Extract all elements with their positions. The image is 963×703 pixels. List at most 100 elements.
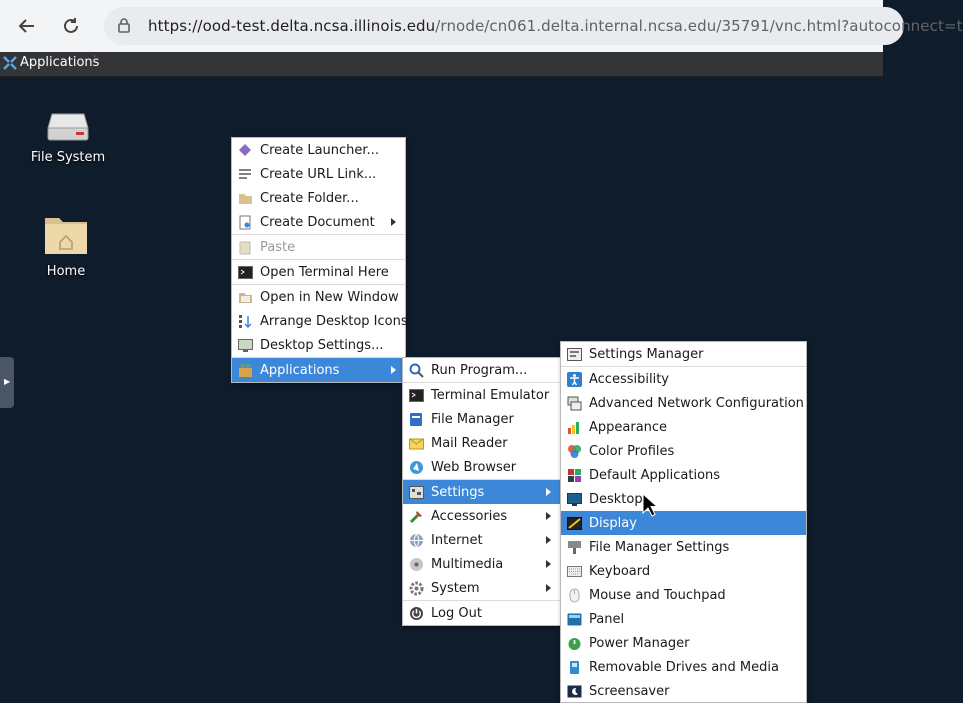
menu-item-label: Open in New Window: [260, 289, 399, 305]
menu-item-label: Create Document: [260, 214, 375, 230]
applications-menu-button[interactable]: Applications: [3, 55, 99, 70]
file-manager-settings-icon: [566, 539, 582, 555]
menu-item-default-applications[interactable]: Default Applications: [561, 463, 806, 487]
menu-separator: [232, 284, 405, 285]
menu-item-create-document[interactable]: Create Document: [232, 210, 405, 234]
menu-item-keyboard[interactable]: Keyboard: [561, 559, 806, 583]
url-text: https://ood-test.delta.ncsa.illinois.edu…: [148, 17, 963, 35]
menu-item-label: Power Manager: [589, 635, 690, 651]
menu-item-label: Run Program...: [431, 362, 528, 378]
screensaver-icon: [566, 683, 582, 699]
menu-item-create-url-link[interactable]: Create URL Link...: [232, 162, 405, 186]
menu-item-settings[interactable]: Settings: [403, 480, 560, 504]
menu-item-system[interactable]: System: [403, 576, 560, 600]
desktop-settings-icon: [237, 337, 253, 353]
menu-item-log-out[interactable]: Log Out: [403, 601, 560, 625]
menu-item-file-manager-settings[interactable]: File Manager Settings: [561, 535, 806, 559]
terminal-icon: [408, 387, 424, 403]
back-arrow-icon[interactable]: [12, 11, 42, 41]
settings-manager-icon: [566, 346, 582, 362]
menu-item-screensaver[interactable]: Screensaver: [561, 679, 806, 703]
menu-item-label: Desktop: [589, 491, 643, 507]
submenu-arrow-icon: [546, 584, 551, 592]
panel-handle-icon[interactable]: ⋮: [90, 55, 99, 65]
menu-item-label: Web Browser: [431, 459, 517, 475]
menu-item-accessibility[interactable]: Accessibility: [561, 367, 806, 391]
menu-item-internet[interactable]: Internet: [403, 528, 560, 552]
mouse-icon: [566, 587, 582, 603]
menu-item-label: File Manager: [431, 411, 514, 427]
menu-item-multimedia[interactable]: Multimedia: [403, 552, 560, 576]
logout-icon: [408, 605, 424, 621]
keyboard-icon: [566, 563, 582, 579]
menu-item-label: File Manager Settings: [589, 539, 730, 555]
menu-item-panel[interactable]: Panel: [561, 607, 806, 631]
submenu-arrow-icon: [546, 512, 551, 520]
menu-item-label: Open Terminal Here: [260, 264, 389, 280]
menu-item-label: Log Out: [431, 605, 482, 621]
menu-item-appearance[interactable]: Appearance: [561, 415, 806, 439]
menu-item-label: Accessibility: [589, 371, 669, 387]
menu-item-settings-manager[interactable]: Settings Manager: [561, 342, 806, 366]
menu-separator: [403, 600, 560, 601]
system-icon: [408, 580, 424, 596]
side-panel-handle[interactable]: ▶: [0, 357, 14, 408]
menu-separator: [232, 357, 405, 358]
run-icon: [408, 362, 424, 378]
address-bar[interactable]: https://ood-test.delta.ncsa.illinois.edu…: [104, 7, 963, 45]
url-host: https://ood-test.delta.ncsa.illinois.edu: [148, 17, 436, 35]
menu-item-label: Terminal Emulator: [431, 387, 550, 403]
menu-item-web-browser[interactable]: Web Browser: [403, 455, 560, 479]
desktop-icon-label: File System: [30, 150, 106, 165]
desktop-icon-home[interactable]: Home: [21, 212, 111, 279]
desktop-icon-file-system[interactable]: File System: [23, 112, 113, 165]
submenu-arrow-icon: [546, 536, 551, 544]
default-apps-icon: [566, 467, 582, 483]
menu-item-mail-reader[interactable]: Mail Reader: [403, 431, 560, 455]
url-path: /rnode/cn061.delta.internal.ncsa.edu/357…: [435, 17, 963, 35]
menu-item-terminal-emulator[interactable]: Terminal Emulator: [403, 383, 560, 407]
menu-item-display[interactable]: Display: [561, 511, 806, 535]
menu-item-desktop[interactable]: Desktop: [561, 487, 806, 511]
window-icon: [237, 289, 253, 305]
paste-icon: [237, 239, 253, 255]
folder-icon: [237, 190, 253, 206]
reload-icon[interactable]: [56, 11, 86, 41]
menu-item-file-manager[interactable]: File Manager: [403, 407, 560, 431]
accessories-icon: [408, 508, 424, 524]
menu-item-advanced-network-configuration[interactable]: Advanced Network Configuration: [561, 391, 806, 415]
launcher-icon: [237, 142, 253, 158]
menu-item-removable-drives-and-media[interactable]: Removable Drives and Media: [561, 655, 806, 679]
menu-item-arrange-desktop-icons[interactable]: Arrange Desktop Icons: [232, 309, 408, 333]
menu-item-label: Advanced Network Configuration: [589, 395, 804, 411]
menu-item-label: Multimedia: [431, 556, 504, 572]
display-icon: [566, 515, 582, 531]
file-manager-icon: [408, 411, 424, 427]
removable-drive-icon: [566, 659, 582, 675]
menu-item-paste[interactable]: Paste: [232, 235, 405, 259]
menu-item-desktop-settings[interactable]: Desktop Settings...: [232, 333, 405, 357]
menu-item-label: Keyboard: [589, 563, 651, 579]
menu-item-label: Create URL Link...: [260, 166, 377, 182]
menu-item-mouse-and-touchpad[interactable]: Mouse and Touchpad: [561, 583, 806, 607]
menu-item-label: Internet: [431, 532, 483, 548]
submenu-arrow-icon: [546, 560, 551, 568]
menu-separator: [232, 234, 405, 235]
menu-separator: [561, 366, 806, 367]
menu-item-power-manager[interactable]: Power Manager: [561, 631, 806, 655]
menu-item-label: Panel: [589, 611, 625, 627]
menu-item-create-launcher[interactable]: Create Launcher...: [232, 138, 405, 162]
menu-item-applications[interactable]: Applications: [232, 358, 405, 382]
menu-item-run-program[interactable]: Run Program...: [403, 358, 560, 382]
terminal-icon: [237, 264, 253, 280]
web-browser-icon: [408, 459, 424, 475]
menu-item-create-folder[interactable]: Create Folder...: [232, 186, 405, 210]
submenu-arrow-icon: [391, 366, 396, 374]
menu-item-open-in-new-window[interactable]: Open in New Window: [232, 285, 405, 309]
menu-item-open-terminal-here[interactable]: Open Terminal Here: [232, 260, 405, 284]
document-icon: [237, 214, 253, 230]
menu-item-accessories[interactable]: Accessories: [403, 504, 560, 528]
menu-separator: [232, 259, 405, 260]
menu-item-label: Mail Reader: [431, 435, 508, 451]
menu-item-color-profiles[interactable]: Color Profiles: [561, 439, 806, 463]
